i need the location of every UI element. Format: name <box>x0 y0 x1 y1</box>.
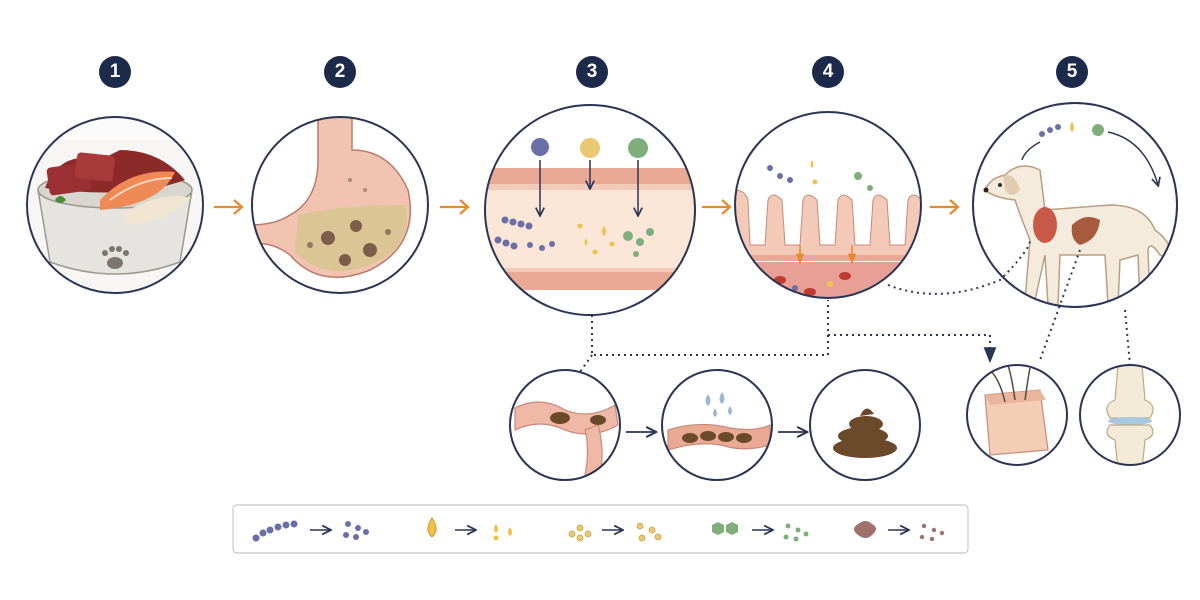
fatty-acids-icon <box>493 524 512 541</box>
step-badge-4: 4 <box>812 56 844 88</box>
vitamin-molecules-icon <box>783 523 809 542</box>
glucose-icon <box>636 522 662 542</box>
mineral-ions-icon <box>919 523 945 542</box>
stage-1-food-bowl <box>26 116 204 294</box>
arrow-3-4 <box>702 199 732 215</box>
sub-skin-coat <box>966 364 1068 466</box>
water-drop-icon <box>705 392 732 417</box>
legend-item-protein <box>252 520 369 542</box>
stage-3-small-intestine <box>484 104 696 316</box>
step-badge-3: 3 <box>576 56 608 88</box>
paw-icon <box>102 246 129 269</box>
step-badge-1: 1 <box>99 56 131 88</box>
sub-joint <box>1079 364 1181 466</box>
step-arrows <box>214 199 960 215</box>
legend-item-fat <box>427 517 512 541</box>
protein-chain-icon <box>252 520 298 542</box>
sub-stool <box>809 369 921 481</box>
stage-4-absorption <box>734 111 922 299</box>
carbohydrate-icon <box>568 524 592 542</box>
step-badge-2: 2 <box>324 56 356 88</box>
liver-icon <box>1071 216 1100 245</box>
carb-enzyme-icon <box>580 138 600 158</box>
vitamin-enzyme-icon <box>628 138 648 158</box>
sub-large-intestine <box>509 369 621 481</box>
legend-box <box>232 504 969 554</box>
protein-enzyme-icon <box>531 138 549 156</box>
legend-item-mineral <box>854 521 945 542</box>
mineral-icon <box>854 521 876 538</box>
legend-item-vitamin <box>712 522 809 542</box>
muscle-icon <box>1033 207 1057 243</box>
legend <box>232 504 969 554</box>
arrow-4-5 <box>930 199 960 215</box>
arrow-2-3 <box>440 199 470 215</box>
legend-item-carb <box>568 522 662 542</box>
stage-2-stomach <box>251 116 429 294</box>
stool-icon <box>833 408 897 458</box>
joint-icon <box>1106 365 1154 465</box>
amino-acids-icon <box>343 521 369 540</box>
fat-drop-icon <box>427 517 437 538</box>
dotted-connectors <box>579 239 1131 373</box>
step-badge-5: 5 <box>1056 56 1088 88</box>
arrow-1-2 <box>214 199 244 215</box>
sub-water-absorption <box>661 369 773 481</box>
stage-5-dog-body <box>972 102 1178 308</box>
vitamin-icon <box>712 522 738 535</box>
